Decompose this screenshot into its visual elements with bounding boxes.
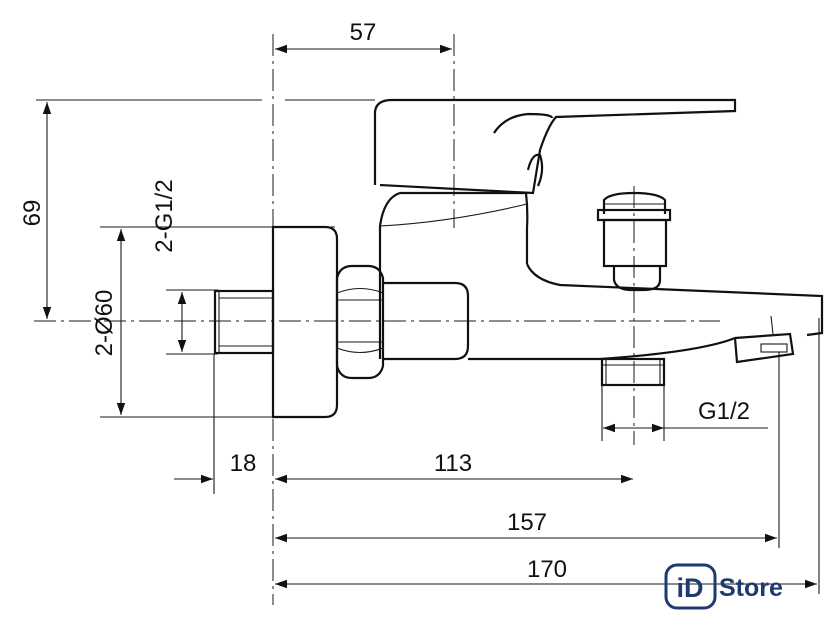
logo-name: Store: [719, 574, 783, 602]
diverter-knob: [596, 191, 672, 292]
dim-center-to-outlet: 113: [434, 450, 472, 477]
logo-mark: iD: [677, 573, 704, 603]
dim-center-to-spout-tip: 157: [507, 509, 547, 536]
dim-center-to-spout-end: 170: [527, 556, 567, 583]
dimension-labels: 57 69 2-G1/2 2-Ø60 18 113 157 170 G1/2: [19, 19, 750, 583]
lever-handle: [373, 98, 737, 195]
bottom-outlet: [600, 357, 666, 387]
inlet-stub: [213, 289, 275, 355]
brand-logo: iD Store: [664, 563, 783, 610]
dim-top-width: 57: [350, 19, 377, 46]
spout: [468, 263, 824, 364]
hex-nut: [335, 264, 385, 380]
dim-height: 69: [19, 200, 46, 227]
centerlines: [34, 34, 720, 605]
dim-stub-length: 18: [230, 450, 257, 477]
wall-flange: [271, 225, 339, 419]
extension-lines: [36, 99, 820, 594]
body-connector: [383, 281, 470, 361]
dim-inlet-thread: 2-G1/2: [151, 179, 178, 252]
cartridge-housing: [378, 191, 529, 359]
dim-flange-diameter: 2-Ø60: [91, 290, 118, 357]
dimension-lines: [42, 44, 817, 589]
dim-outlet-thread: G1/2: [698, 398, 750, 425]
logo-badge: [664, 563, 717, 610]
